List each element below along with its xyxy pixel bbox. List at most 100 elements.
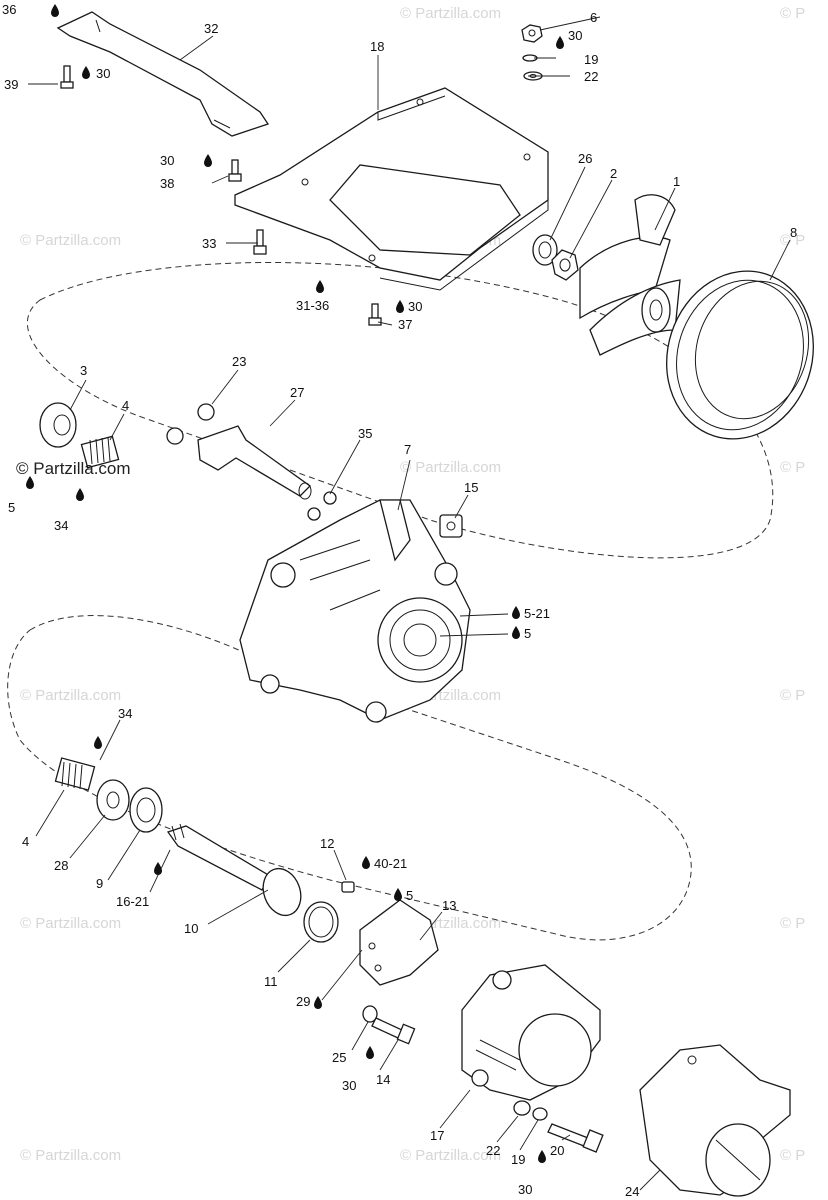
lube-30: 30 (342, 1078, 356, 1093)
lube-5: 5 (406, 888, 413, 903)
upper-assembly-outline (27, 262, 774, 559)
watermark-main: © Partzilla.com (16, 459, 131, 478)
oil-drop-icon (154, 862, 162, 875)
callout-8: 8 (790, 225, 797, 240)
bolt-37 (368, 303, 382, 326)
callout-15: 15 (464, 480, 478, 495)
ring-26 (532, 234, 558, 266)
callout-22-lower: 22 (486, 1143, 500, 1158)
callout-6: 6 (590, 10, 597, 25)
callout-20: 20 (550, 1143, 564, 1158)
callout-19: 19 (584, 52, 598, 67)
lube-31-36: 31-36 (296, 298, 329, 313)
callout-19-lower: 19 (511, 1152, 525, 1167)
callout-34-lower: 34 (118, 706, 132, 721)
callout-5: 5 (8, 500, 15, 515)
nut-23 (166, 403, 215, 445)
lube-16-21: 16-21 (116, 894, 149, 909)
needle-bearing-lower (54, 757, 96, 791)
watermark: © Partzilla.com (400, 5, 501, 22)
oil-drop-icon (204, 154, 212, 167)
watermark: © Partzilla.com (20, 232, 121, 249)
oil-drop-icon (512, 626, 520, 639)
callout-18: 18 (370, 39, 384, 54)
callout-37: 37 (398, 317, 412, 332)
oil-drop-icon (82, 66, 90, 79)
seal-3 (39, 402, 77, 448)
reverse-shaft-27 (197, 425, 312, 500)
oil-drop-icon (51, 4, 59, 17)
steering-nozzle-24 (639, 1044, 791, 1197)
leader-lines (28, 16, 791, 1191)
washer-19b (532, 1107, 548, 1121)
o-ring-35b (307, 507, 321, 521)
callout-2: 2 (610, 166, 617, 181)
oil-drop-icon (94, 736, 102, 749)
support-bracket (56, 11, 270, 137)
callout-4: 4 (122, 398, 129, 413)
watermark: © Partzilla.com (20, 687, 121, 704)
callout-39: 39 (4, 77, 18, 92)
lube-30: 30 (96, 66, 110, 81)
callout-9: 9 (96, 876, 103, 891)
impeller-shaft-10 (166, 823, 302, 917)
callout-11: 11 (264, 974, 278, 989)
bolt-33 (253, 229, 267, 255)
bolt-20 (547, 1123, 604, 1153)
watermark: © P (780, 5, 805, 22)
callout-3: 3 (80, 363, 87, 378)
callout-33: 33 (202, 236, 216, 251)
callout-4-lower: 4 (22, 834, 29, 849)
callout-23: 23 (232, 354, 246, 369)
callout-22: 22 (584, 69, 598, 84)
oil-drop-icon-set (26, 4, 564, 1163)
callout-labels: 36 32 39 18 6 19 22 38 33 26 2 1 8 37 3 … (2, 2, 797, 1199)
callout-12: 12 (320, 836, 334, 851)
oil-drop-icon (26, 476, 34, 489)
pump-housing (239, 499, 471, 723)
lube-30: 30 (408, 299, 422, 314)
callout-14: 14 (376, 1072, 390, 1087)
wear-ring (666, 270, 814, 440)
oil-drop-icon (314, 996, 322, 1009)
oil-drop-icon (316, 280, 324, 293)
nut-2 (551, 249, 579, 281)
watermark: © Partzilla.com (20, 1147, 121, 1164)
watermark: © P (780, 1147, 805, 1164)
oil-drop-icon (512, 606, 520, 619)
lube-30: 30 (160, 153, 174, 168)
o-ring-35 (323, 491, 337, 505)
lube-5-21: 5-21 (524, 606, 550, 621)
watermark: © Partzilla.com (400, 459, 501, 476)
callout-28: 28 (54, 858, 68, 873)
oil-drop-icon (362, 856, 370, 869)
callout-36: 36 (2, 2, 16, 17)
ride-plate (234, 87, 549, 291)
callout-10: 10 (184, 921, 198, 936)
oil-drop-icon (538, 1150, 546, 1163)
callout-24: 24 (625, 1184, 639, 1199)
plug-12 (341, 881, 355, 893)
nut-6 (521, 24, 543, 43)
thrust-bearing-9 (129, 787, 163, 833)
impeller (579, 194, 681, 356)
watermark: © P (780, 459, 805, 476)
callout-32: 32 (204, 21, 218, 36)
lube-30: 30 (518, 1182, 532, 1197)
callout-34: 34 (54, 518, 68, 533)
watermark: © P (780, 232, 805, 249)
callout-7: 7 (404, 442, 411, 457)
oil-drop-icon (394, 888, 402, 901)
bolt-38 (228, 159, 242, 182)
washer-28 (96, 779, 130, 821)
watermark: © P (780, 915, 805, 932)
callout-17: 17 (430, 1128, 444, 1143)
watermark: © Partzilla.com (20, 915, 121, 932)
oil-drop-icon (76, 488, 84, 501)
callout-25: 25 (332, 1050, 346, 1065)
bolt-14 (371, 1017, 416, 1045)
callout-27: 27 (290, 385, 304, 400)
clip-15 (439, 514, 463, 538)
lower-assembly-outline (7, 615, 692, 941)
lubricant-labels: 30 30 31-36 30 30 5-21 5 16-21 40-21 5 2… (96, 28, 582, 1197)
